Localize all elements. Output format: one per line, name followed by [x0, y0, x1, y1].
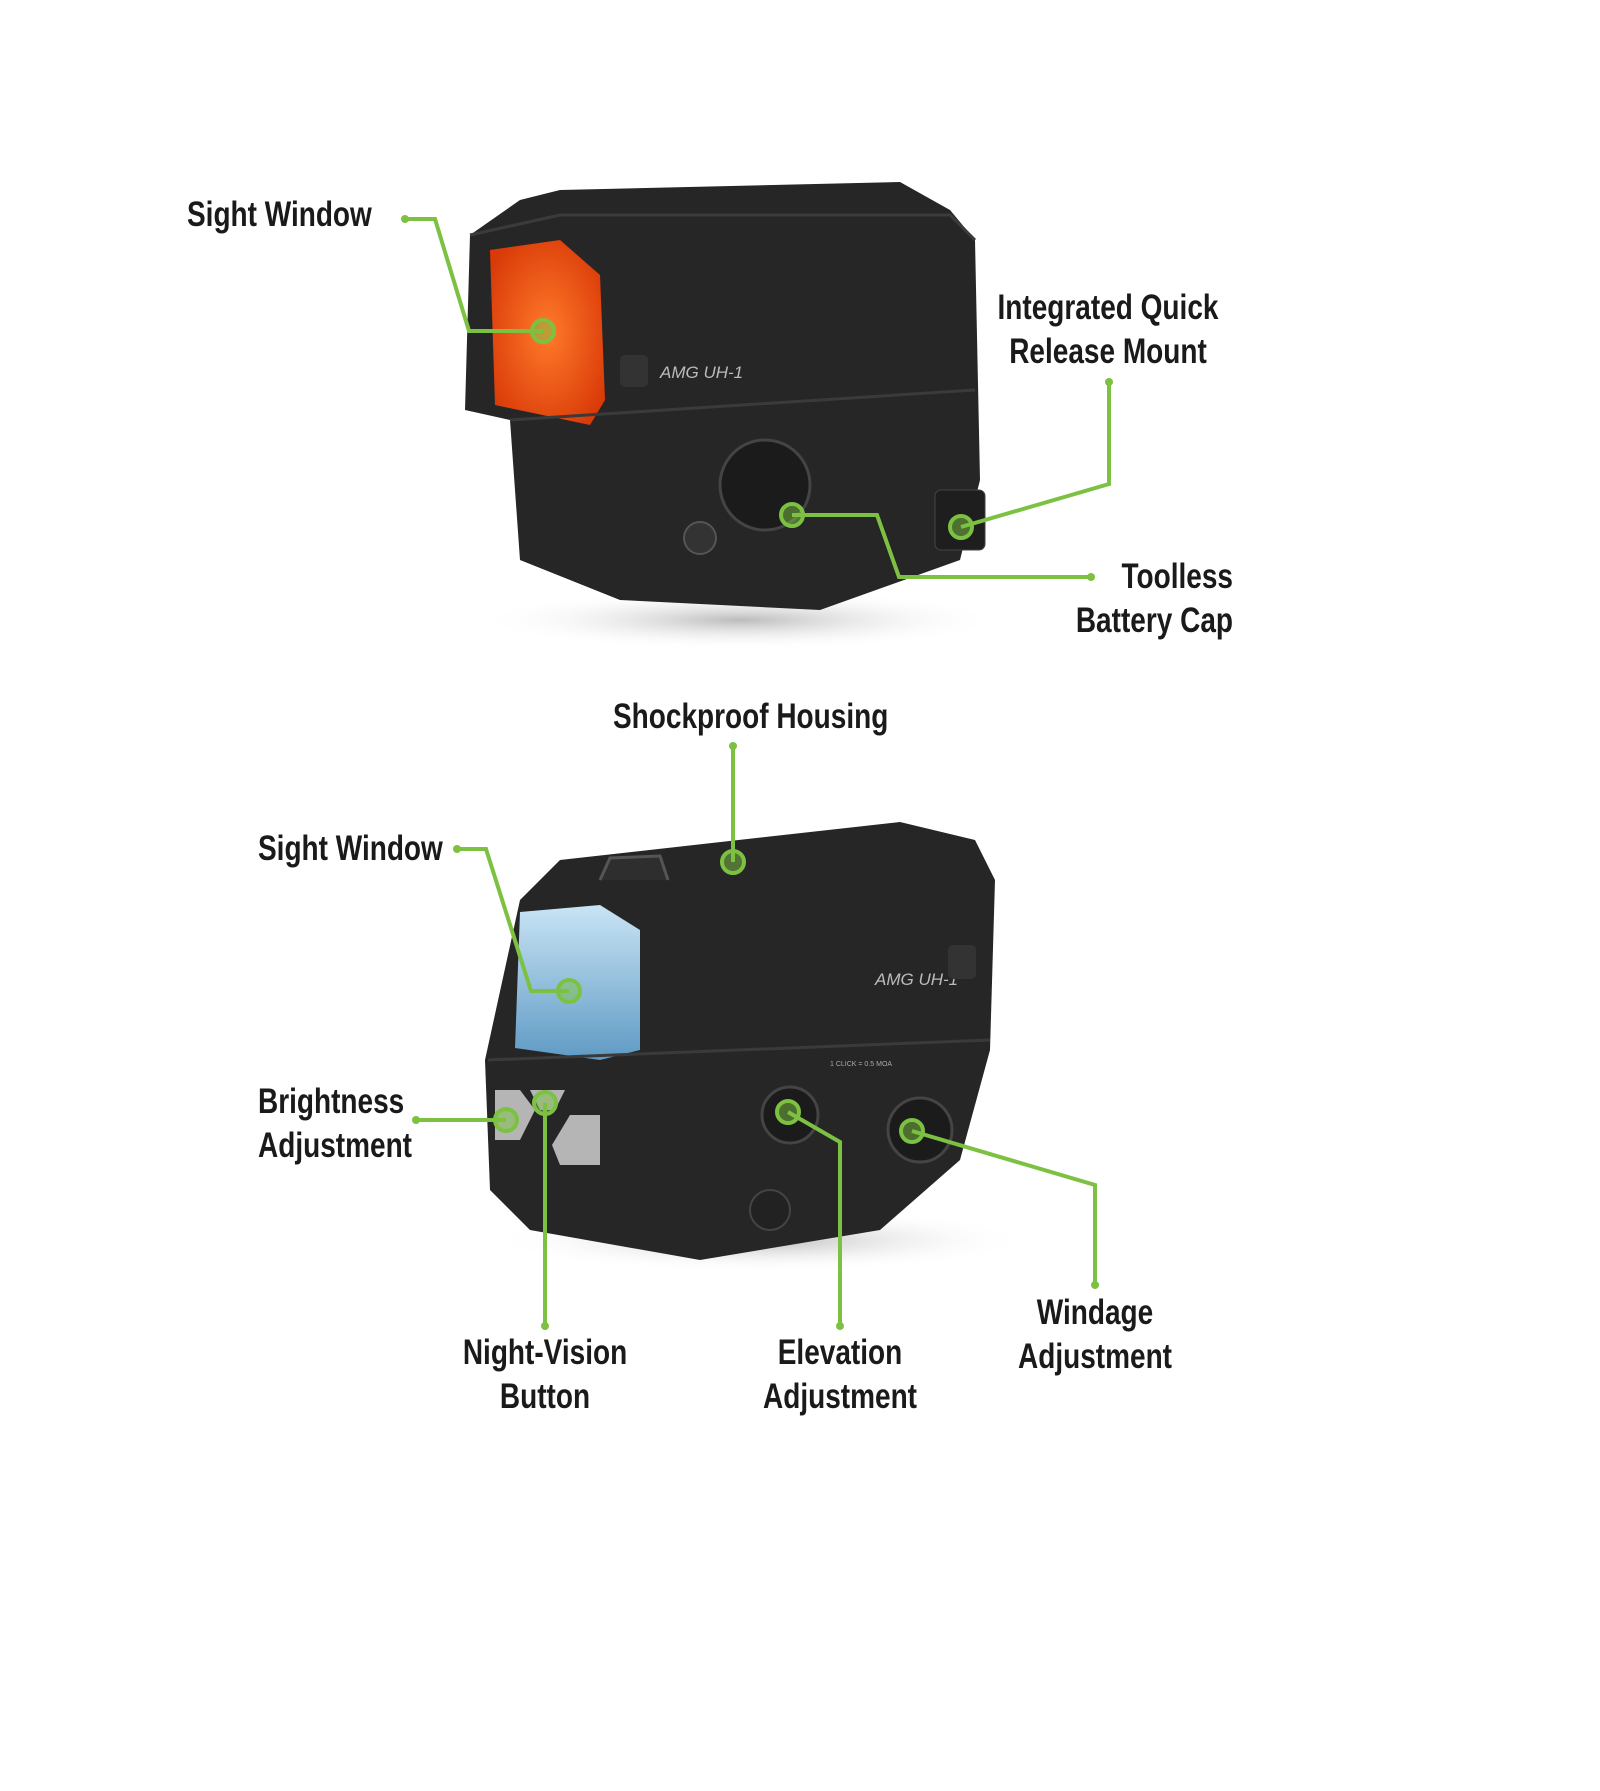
callout-brightness: [412, 1107, 519, 1133]
label-shockproof: Shockproof Housing: [613, 697, 889, 736]
label-line: Integrated Quick: [997, 288, 1219, 327]
svg-text:AMG UH-1: AMG UH-1: [659, 363, 743, 382]
label-line: Brightness: [258, 1082, 405, 1121]
label-line: Adjustment: [258, 1126, 412, 1165]
label-quick-release: Integrated Quick Release Mount: [988, 286, 1228, 374]
callout-sight-window-bottom: [453, 845, 582, 1004]
callout-quick-release: [948, 378, 1113, 540]
label-sight-window-bottom: Sight Window: [258, 829, 443, 868]
label-line: Release Mount: [1009, 332, 1207, 371]
callout-elevation: [775, 1099, 844, 1330]
label-line: Toolless: [1121, 557, 1233, 596]
label-line: Button: [499, 1377, 591, 1416]
callout-windage: [899, 1118, 1099, 1289]
label-line: Night-Vision: [462, 1333, 628, 1372]
label-line: Windage: [1036, 1293, 1154, 1332]
callout-night-vision: [532, 1090, 558, 1330]
callout-battery-cap: [779, 502, 1095, 581]
label-windage: Windage Adjustment: [975, 1291, 1215, 1379]
svg-text:AMG UH-1: AMG UH-1: [874, 970, 958, 989]
label-line: Adjustment: [763, 1377, 917, 1416]
brightness-plus-button: [552, 1115, 600, 1165]
label-sight-window-top: Sight Window: [187, 195, 372, 234]
vortex-logo-icon: [948, 945, 976, 979]
callout-shockproof: [720, 742, 746, 875]
callout-sight-window-top: [401, 215, 556, 344]
label-line: Elevation: [777, 1333, 903, 1372]
svg-text:1 CLICK = 0.5 MOA: 1 CLICK = 0.5 MOA: [830, 1061, 892, 1068]
label-battery-cap: Toolless Battery Cap: [993, 555, 1233, 643]
label-night-vision: Night-Vision Button: [425, 1331, 665, 1419]
label-brightness: Brightness Adjustment: [258, 1080, 412, 1168]
label-line: Battery Cap: [1075, 601, 1233, 640]
vortex-logo-icon: [620, 355, 648, 387]
label-elevation: Elevation Adjustment: [720, 1331, 960, 1419]
label-line: Adjustment: [1018, 1337, 1172, 1376]
